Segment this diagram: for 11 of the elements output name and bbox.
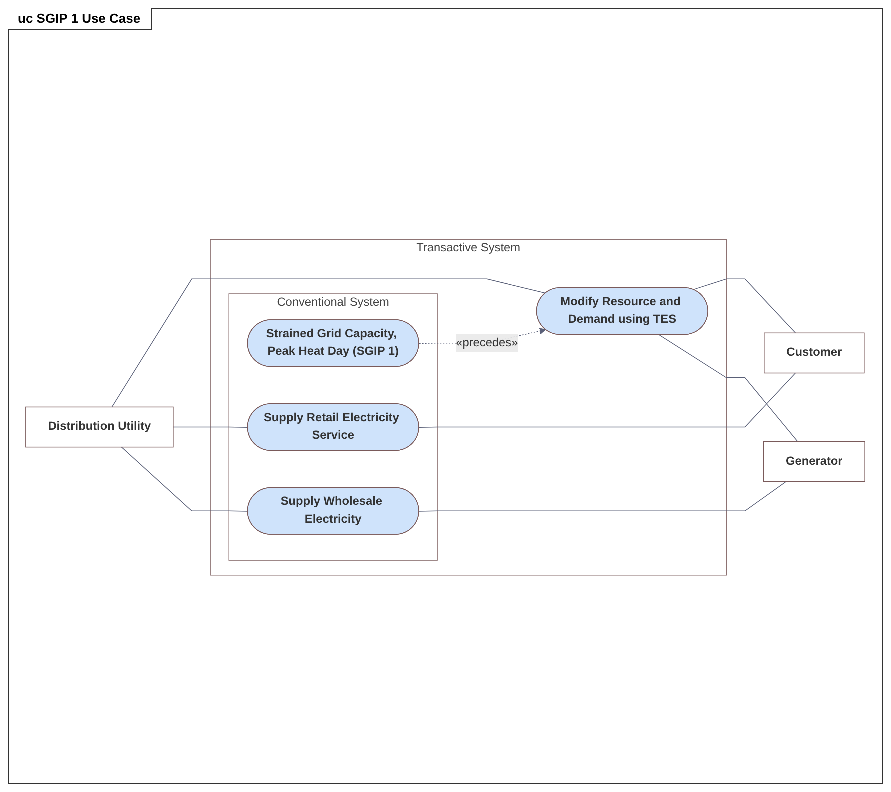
connector	[693, 278, 796, 334]
node-box: Generator	[763, 441, 866, 482]
connector	[418, 372, 796, 428]
connector	[121, 446, 248, 512]
edge-label: «precedes»	[456, 336, 518, 350]
connector	[658, 334, 798, 442]
node-box: Customer	[764, 332, 865, 374]
connector	[173, 426, 248, 428]
diagram-title: uc SGIP 1 Use Case	[8, 8, 152, 30]
node-box: Distribution Utility	[26, 406, 174, 448]
connector	[418, 481, 787, 512]
